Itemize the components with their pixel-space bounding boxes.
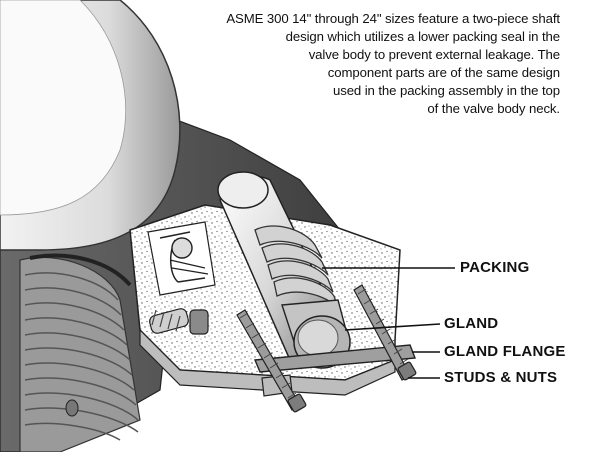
set-screw [149,308,209,335]
description-text: ASME 300 14" through 24" sizes feature a… [130,10,560,118]
callout-gland-flange: GLAND FLANGE [444,343,566,360]
description-line: design which utilizes a lower packing se… [285,29,560,44]
description-line: used in the packing assembly in the top [332,83,560,98]
description-line: ASME 300 14" through 24" sizes feature a… [226,11,560,26]
packing-rings [254,225,339,309]
callout-leaders [322,267,455,379]
callout-packing: PACKING [460,259,530,276]
description-line: component parts are of the same design [327,65,560,80]
callout-studs-nuts: STUDS & NUTS [444,369,558,386]
callout-gland: GLAND [444,315,499,332]
description-line: valve body to prevent external leakage. … [308,47,560,62]
gland-flange [253,344,416,373]
hub-screw [65,399,79,417]
studs [236,284,417,413]
description-line: of the valve body neck. [427,101,560,116]
